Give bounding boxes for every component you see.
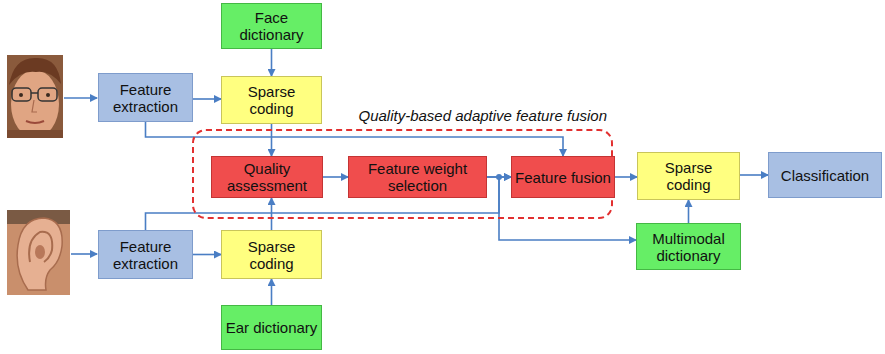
box-label: Feature weight selection <box>349 160 486 194</box>
box-label: Feature extraction <box>99 238 192 272</box>
box-label: Feature fusion <box>512 169 614 186</box>
fusion-step-box: Feature fusion <box>511 156 615 198</box>
box-label: Ear dictionary <box>223 319 321 336</box>
flow-arrow <box>740 174 768 176</box>
flow-arrow <box>193 98 221 100</box>
input-arrow <box>71 253 97 255</box>
flow-arrow <box>323 176 348 178</box>
flow-arrow <box>615 176 637 178</box>
region-heading: Quality-based adaptive feature fusion <box>357 107 610 124</box>
box-label: Feature extraction <box>99 81 192 115</box>
box-label: Sparse coding <box>638 159 739 193</box>
junction-dot <box>496 174 502 180</box>
coding-box: Sparse coding <box>221 230 322 279</box>
box-label: Sparse coding <box>222 83 321 117</box>
box-label: Quality assessment <box>212 160 322 194</box>
process-box: Feature extraction <box>98 73 193 122</box>
flow-arrow <box>193 254 221 256</box>
box-label: Face dictionary <box>222 9 321 43</box>
flow-arrow <box>271 49 273 76</box>
input-arrow <box>64 97 97 99</box>
flow-arrow <box>271 198 273 230</box>
face-photo <box>7 55 63 138</box>
coding-box: Sparse coding <box>221 76 322 124</box>
process-box: Classification <box>768 152 882 198</box>
fusion-step-box: Feature weight selection <box>348 156 487 198</box>
coding-box: Sparse coding <box>637 152 740 200</box>
flow-arrow <box>271 279 273 305</box>
flow-arrow <box>146 122 564 156</box>
dictionary-box: Multimodal dictionary <box>636 223 741 270</box>
box-label: Sparse coding <box>222 238 321 272</box>
process-box: Feature extraction <box>98 230 193 279</box>
fusion-region: Quality-based adaptive feature fusionQua… <box>192 129 613 219</box>
flow-arrow <box>688 200 690 223</box>
dictionary-box: Face dictionary <box>221 3 322 49</box>
box-label: Multimodal dictionary <box>637 230 740 264</box>
dictionary-box: Ear dictionary <box>221 305 322 350</box>
fusion-step-box: Quality assessment <box>211 156 323 198</box>
ear-photo <box>7 210 70 295</box>
box-label: Classification <box>778 167 872 184</box>
